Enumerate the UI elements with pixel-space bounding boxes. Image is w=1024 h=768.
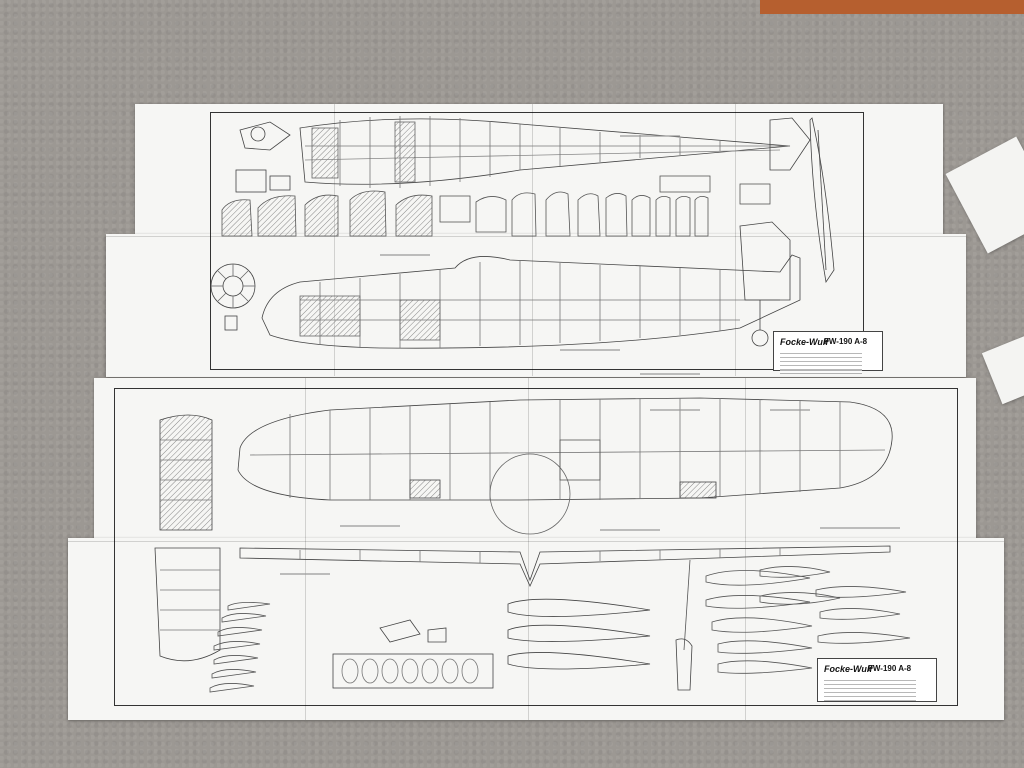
plan-border-bottom (114, 388, 958, 706)
title-block-top: Focke-Wulf FW-190 A-8 (773, 331, 883, 374)
title-block-model: FW-190 A-8 (868, 664, 912, 673)
title-block-model: FW-190 A-8 (824, 337, 868, 346)
title-block-bottom: Focke-Wulf FW-190 A-8 (817, 658, 937, 702)
title-block-maker: Focke-Wulf (824, 664, 873, 674)
title-block-maker: Focke-Wulf (780, 337, 829, 347)
loose-paper-right-bottom (981, 330, 1024, 405)
plan-border-top (210, 112, 864, 370)
wooden-object-top-right (760, 0, 1024, 14)
